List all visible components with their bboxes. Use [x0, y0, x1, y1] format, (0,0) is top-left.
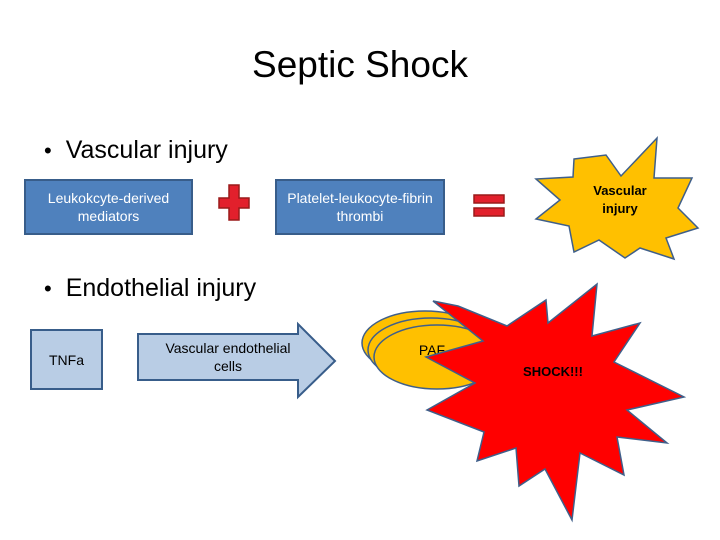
box-label: TNFa — [49, 351, 84, 368]
endothelial-arrow: Vascular endothelial cells — [137, 321, 337, 400]
arrow-label-line1: Vascular endothelial — [165, 340, 290, 356]
bullet-text: Endothelial injury — [65, 274, 257, 302]
tnfa-box: TNFa — [30, 329, 103, 390]
plus-icon — [218, 184, 250, 221]
star-label-line1: Vascular — [593, 183, 647, 198]
shock-label: SHOCK!!! — [523, 364, 583, 379]
shock-explosion: SHOCK!!! — [423, 282, 687, 523]
bullet-endothelial-injury: • Endothelial injury — [44, 274, 256, 303]
bullet-text: Vascular injury — [65, 136, 228, 164]
bullet-vascular-injury: • Vascular injury — [44, 136, 228, 165]
bullet-dot: • — [44, 138, 52, 163]
slide-title: Septic Shock — [252, 44, 468, 85]
arrow-label-line2: cells — [214, 358, 242, 374]
leukocyte-mediators-box: Leukokcyte-derived mediators — [24, 179, 193, 235]
box-label: Leukokcyte-derived mediators — [47, 190, 170, 224]
box-label: Platelet-leukocyte-fibrin thrombi — [287, 190, 433, 224]
equals-icon — [473, 194, 505, 217]
platelet-thrombi-box: Platelet-leukocyte-fibrin thrombi — [275, 179, 445, 235]
bullet-dot: • — [44, 276, 52, 301]
star-label-line2: injury — [602, 201, 638, 216]
vascular-injury-star: Vascular injury — [534, 135, 700, 261]
